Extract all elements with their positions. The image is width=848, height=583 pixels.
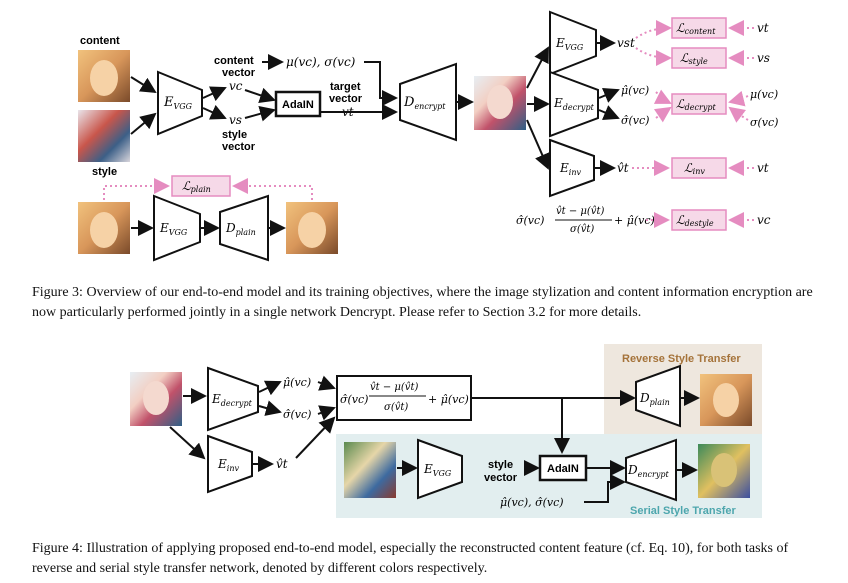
- figure-4-diagram: Reverse Style Transfer Serial Style Tran…: [130, 344, 762, 518]
- svg-text:Edecrypt: Edecrypt: [553, 96, 595, 112]
- vs-label: vs: [229, 113, 242, 127]
- fig4-d-encrypt: [625, 438, 677, 502]
- target-vector-label-2: vector: [329, 93, 363, 105]
- svg-text:μ̂(vc), σ̂(vc): μ̂(vc), σ̂(vc): [500, 496, 564, 509]
- loss-inv-box: [671, 157, 727, 179]
- svg-text:EVGG: EVGG: [159, 221, 188, 237]
- figure-3-caption: Figure 3: Overview of our end-to-end mod…: [32, 285, 813, 320]
- svg-text:+ μ̂(vc): + μ̂(vc): [614, 214, 655, 227]
- svg-text:Dencrypt: Dencrypt: [627, 463, 669, 479]
- figure-3-diagram: content style EVGG vc vs content vector …: [78, 10, 778, 262]
- svg-text:EVGG: EVGG: [555, 36, 584, 52]
- mu-sigma-vc: μ(vc), σ(vc): [286, 55, 356, 69]
- svg-text:vc: vc: [757, 213, 771, 227]
- svg-text:v̂t − μ(v̂t): v̂t − μ(v̂t): [370, 382, 418, 393]
- svg-text:vs: vs: [757, 51, 770, 65]
- svg-text:+ μ̂(vc): + μ̂(vc): [428, 393, 469, 406]
- loss-destyle-box: [671, 209, 727, 231]
- svg-text:μ̂(vc): μ̂(vc): [621, 84, 649, 97]
- svg-text:Dencrypt: Dencrypt: [403, 95, 446, 111]
- serial-title: Serial Style Transfer: [630, 505, 736, 517]
- content-vector-label-1: content: [214, 55, 254, 67]
- fig4-e-inv: [207, 434, 253, 494]
- e-vgg-encoder: [157, 70, 203, 136]
- svg-text:σ̂(vc): σ̂(vc): [621, 114, 649, 127]
- svg-text:vector: vector: [484, 472, 518, 484]
- reconstruct-box: [336, 375, 472, 421]
- svg-text:v̂t − μ(v̂t): v̂t − μ(v̂t): [556, 206, 604, 217]
- content-vector-label-2: vector: [222, 67, 256, 79]
- svg-text:Einv: Einv: [559, 161, 581, 177]
- adain-label: AdaIN: [282, 99, 314, 111]
- svg-text:μ(vc): μ(vc): [750, 88, 778, 101]
- svg-text:σ̂(vc): σ̂(vc): [340, 393, 368, 406]
- figure-4: Reverse Style Transfer Serial Style Tran…: [0, 340, 848, 520]
- reverse-title: Reverse Style Transfer: [622, 353, 741, 365]
- d-encrypt-decoder: [399, 62, 457, 142]
- content-face: [90, 60, 118, 96]
- loss-decrypt-box: [671, 93, 727, 115]
- loss-content-box: [671, 17, 727, 39]
- svg-text:σ(v̂t): σ(v̂t): [384, 402, 408, 413]
- target-vector-label-1: target: [330, 81, 361, 93]
- e-vgg-plain-encoder: [153, 194, 201, 262]
- svg-text:σ̂(vc): σ̂(vc): [283, 408, 311, 421]
- style-vector-label-1: style: [222, 129, 247, 141]
- svg-text:Dplain: Dplain: [225, 221, 256, 237]
- svg-text:vt: vt: [757, 161, 769, 175]
- svg-text:EVGG: EVGG: [423, 462, 452, 478]
- vst-label: vst: [617, 36, 635, 50]
- figure-4-caption: Figure 4: Illustration of applying propo…: [32, 541, 789, 576]
- svg-text:Einv: Einv: [217, 457, 239, 473]
- d-plain-decoder: [219, 194, 269, 262]
- svg-text:AdaIN: AdaIN: [547, 463, 579, 475]
- vc-label: vc: [229, 79, 243, 93]
- adain-box: [274, 90, 322, 118]
- svg-text:μ̂(vc): μ̂(vc): [283, 376, 311, 389]
- loss-style-box: [671, 47, 727, 69]
- fig4-adain: [538, 454, 588, 482]
- svg-text:Edecrypt: Edecrypt: [211, 392, 253, 408]
- svg-text:EVGG: EVGG: [163, 95, 193, 111]
- figure-3: content style EVGG vc vs content vector …: [0, 0, 848, 272]
- svg-text:σ̂(vc): σ̂(vc): [516, 214, 544, 227]
- fig4-e-vgg: [417, 438, 463, 500]
- svg-text:v̂t: v̂t: [276, 457, 288, 471]
- serial-style-image: [344, 442, 396, 498]
- svg-text:style: style: [488, 459, 513, 471]
- style-image: [78, 110, 130, 162]
- loss-plain-box: [171, 175, 231, 197]
- svg-text:σ(vc): σ(vc): [750, 116, 778, 129]
- fig4-e-decrypt: [207, 366, 259, 432]
- content-label: content: [80, 35, 120, 47]
- svg-text:Dplain: Dplain: [639, 391, 670, 407]
- svg-text:σ(v̂t): σ(v̂t): [570, 224, 594, 235]
- style-vector-label-2: vector: [222, 141, 256, 153]
- fig4-d-plain: [635, 364, 681, 428]
- e-decrypt-encoder: [549, 70, 599, 138]
- e-inv-encoder: [549, 138, 595, 198]
- e-vgg-top-encoder: [549, 10, 597, 76]
- svg-text:v̂t: v̂t: [617, 161, 629, 175]
- svg-text:vt: vt: [757, 21, 769, 35]
- style-label: style: [92, 166, 117, 178]
